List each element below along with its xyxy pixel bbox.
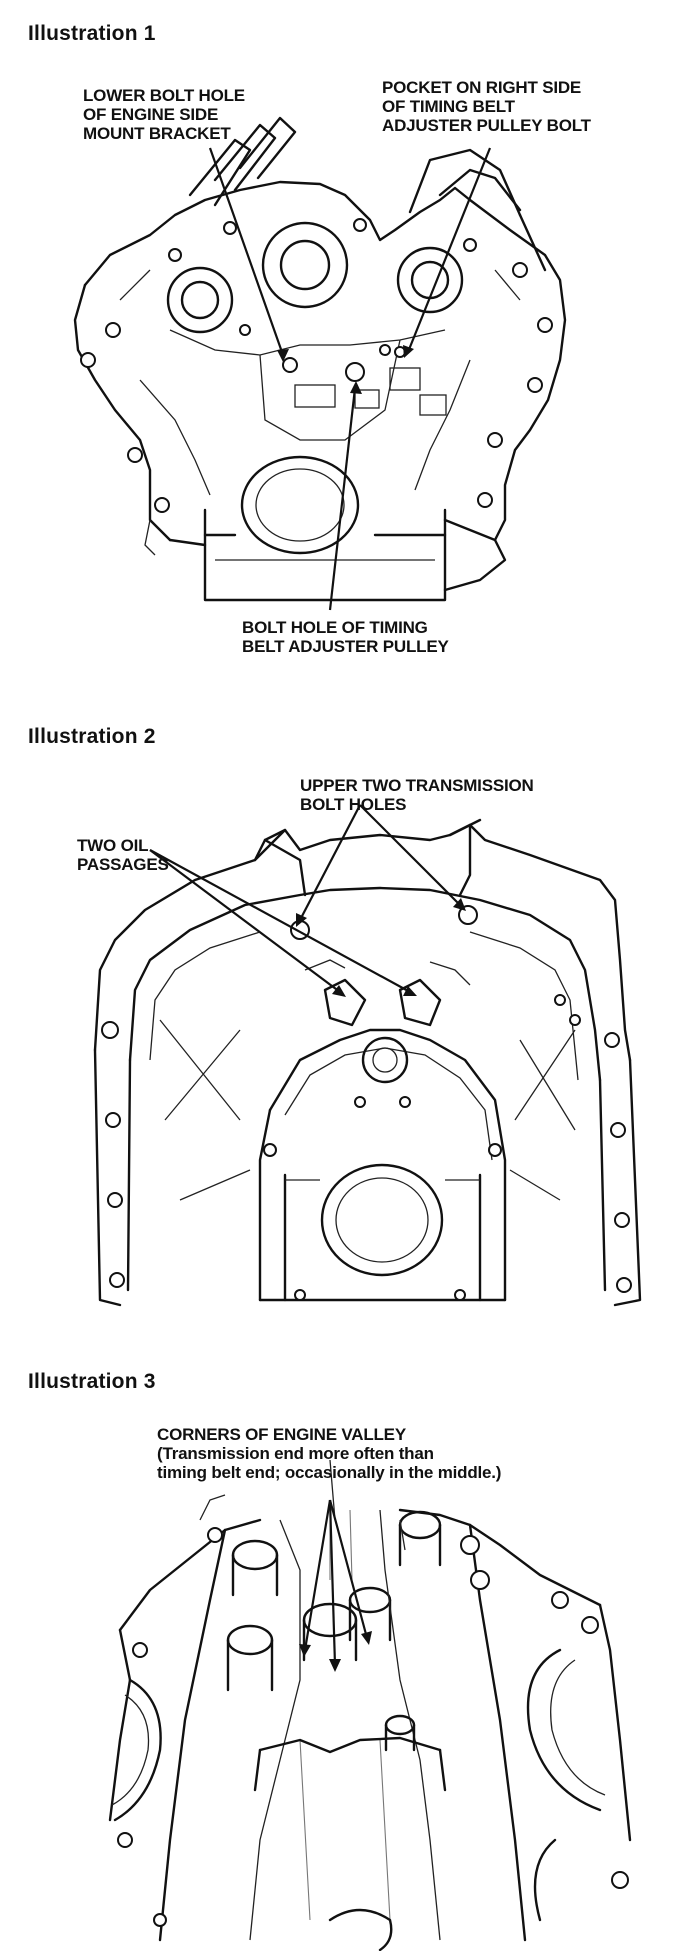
illustration-2: Illustration 2 bbox=[0, 700, 681, 1320]
illustration-3: Illustration 3 bbox=[0, 1320, 681, 1951]
illustration-3-heading: Illustration 3 bbox=[28, 1370, 156, 1393]
label-upper-transmission-bolt-holes: UPPER TWO TRANSMISSION BOLT HOLES bbox=[300, 776, 534, 814]
engine-timing-end-drawing bbox=[73, 116, 567, 611]
label-bolt-hole-adjuster-pulley: BOLT HOLE OF TIMING BELT ADJUSTER PULLEY bbox=[242, 618, 449, 656]
engine-transmission-end-drawing bbox=[93, 804, 642, 1307]
label-two-oil-passages: TWO OIL PASSAGES bbox=[77, 836, 169, 874]
engine-valley-drawing bbox=[108, 1459, 632, 1951]
illustration-1: Illustration 1 bbox=[0, 0, 681, 700]
label-lower-bolt-hole: LOWER BOLT HOLE OF ENGINE SIDE MOUNT BRA… bbox=[83, 86, 245, 143]
label-corners-engine-valley: CORNERS OF ENGINE VALLEY (Transmission e… bbox=[157, 1425, 502, 1482]
label-pocket-adjuster-pulley: POCKET ON RIGHT SIDE OF TIMING BELT ADJU… bbox=[382, 78, 591, 135]
illustration-2-heading: Illustration 2 bbox=[28, 725, 156, 748]
illustration-1-heading: Illustration 1 bbox=[28, 22, 156, 45]
